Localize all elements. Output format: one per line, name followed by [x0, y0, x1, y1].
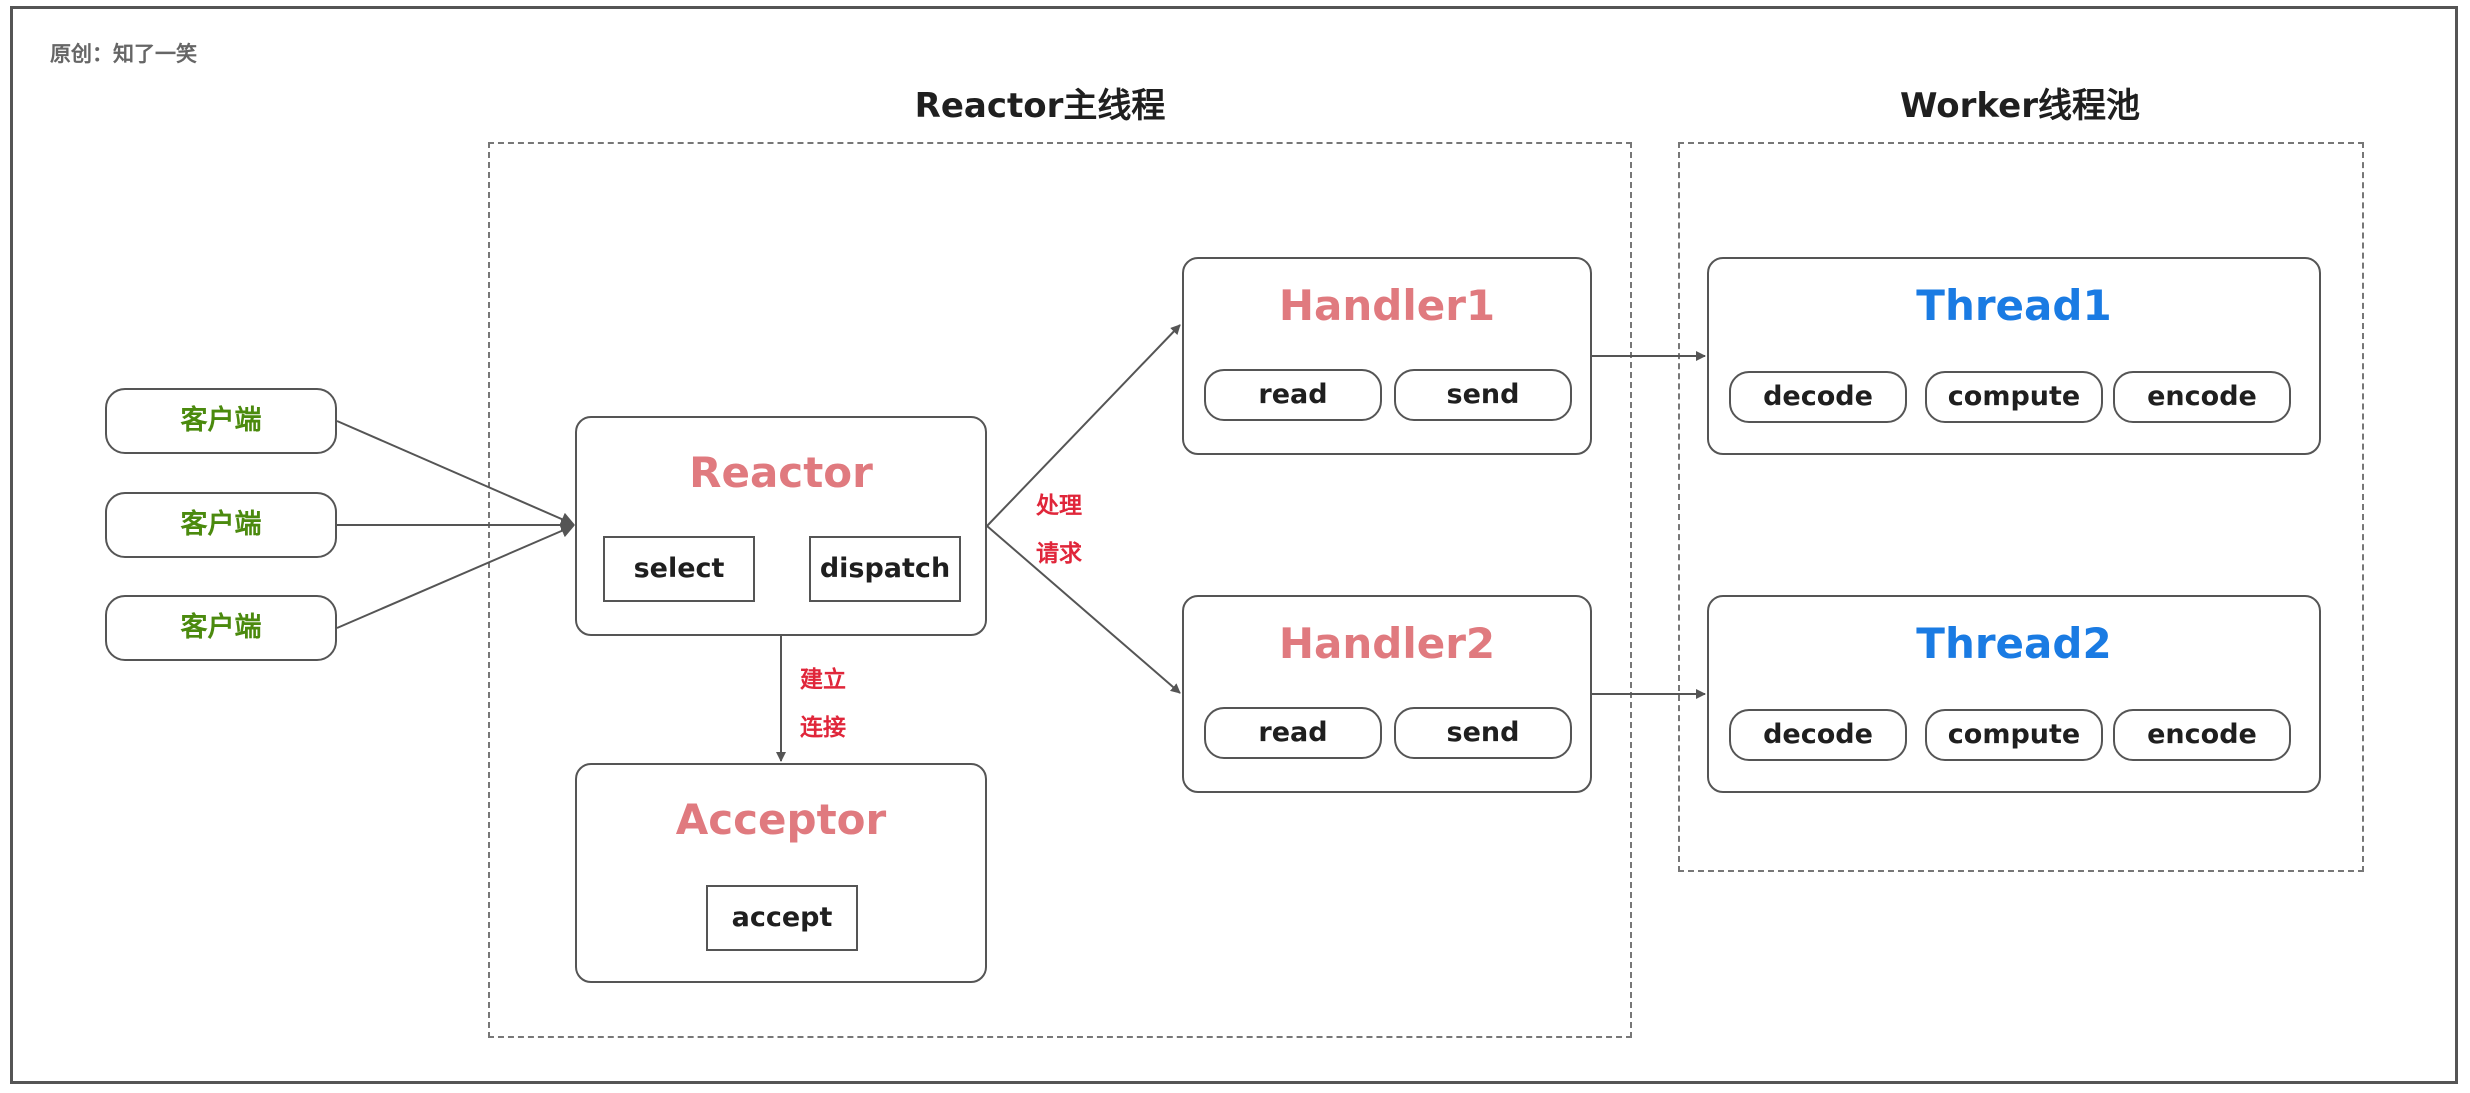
thread1-node: Thread1 decode compute encode — [1707, 257, 2321, 455]
acceptor-title: Acceptor — [675, 795, 887, 844]
client-node: 客户端 — [105, 492, 337, 558]
worker-pool-section-title: Worker线程池 — [1900, 86, 2140, 126]
reactor-op-select: select — [603, 536, 755, 602]
arrow-reactor-handler2 — [986, 525, 1181, 694]
edge-label-connection: 连接 — [800, 715, 846, 741]
thread1-op-decode: decode — [1729, 371, 1907, 423]
handler1-op-send: send — [1394, 369, 1572, 421]
client-node: 客户端 — [105, 595, 337, 661]
edge-label-establish: 建立 — [800, 667, 846, 693]
thread1-op-compute: compute — [1925, 371, 2103, 423]
reactor-node: Reactor select dispatch — [575, 416, 987, 636]
edge-label-process: 处理 — [1036, 493, 1082, 519]
edge-label-request: 请求 — [1036, 541, 1082, 567]
reactor-title: Reactor — [689, 448, 873, 497]
diagram-frame — [10, 6, 2458, 1084]
thread2-op-decode: decode — [1729, 709, 1907, 761]
thread2-node: Thread2 decode compute encode — [1707, 595, 2321, 793]
reactor-op-dispatch: dispatch — [809, 536, 961, 602]
thread2-op-encode: encode — [2113, 709, 2291, 761]
thread1-title: Thread1 — [1916, 281, 2112, 330]
reactor-main-section-title: Reactor主线程 — [914, 86, 1166, 126]
handler2-op-read: read — [1204, 707, 1382, 759]
handler1-op-read: read — [1204, 369, 1382, 421]
reactor-main-group — [488, 142, 1632, 1038]
arrow-client3-reactor — [336, 524, 575, 629]
arrow-client1-reactor — [336, 420, 575, 526]
handler2-op-send: send — [1394, 707, 1572, 759]
arrow-reactor-handler1 — [986, 324, 1181, 527]
thread2-title: Thread2 — [1916, 619, 2112, 668]
acceptor-op-accept: accept — [706, 885, 858, 951]
client-node: 客户端 — [105, 388, 337, 454]
thread1-op-encode: encode — [2113, 371, 2291, 423]
watermark: 原创：知了一笑 — [50, 42, 197, 66]
acceptor-node: Acceptor accept — [575, 763, 987, 983]
handler1-title: Handler1 — [1278, 281, 1496, 330]
handler1-node: Handler1 read send — [1182, 257, 1592, 455]
handler2-title: Handler2 — [1278, 619, 1496, 668]
worker-pool-group — [1678, 142, 2364, 872]
handler2-node: Handler2 read send — [1182, 595, 1592, 793]
thread2-op-compute: compute — [1925, 709, 2103, 761]
